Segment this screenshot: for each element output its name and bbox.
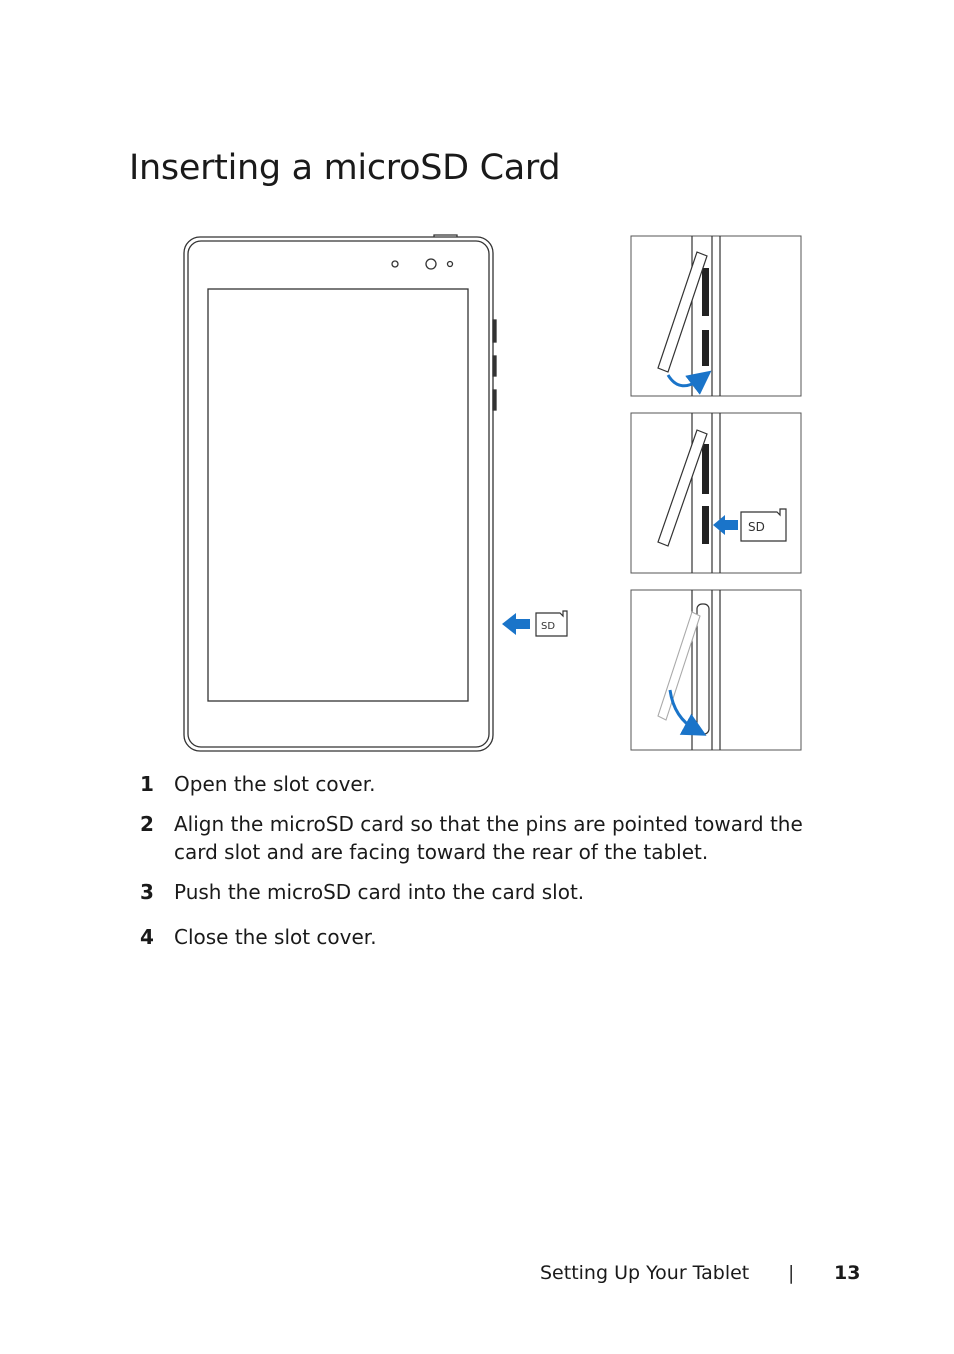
- step-text: Align the microSD card so that the pins …: [174, 812, 803, 864]
- step-number: 2: [140, 812, 154, 836]
- step-text: Push the microSD card into the card slot…: [174, 880, 585, 904]
- step-panel-insert-card: SD: [630, 412, 802, 574]
- step-number: 3: [140, 880, 154, 904]
- microsd-card-icon: SD: [535, 610, 568, 637]
- page-title: Inserting a microSD Card: [129, 148, 561, 188]
- step-panel-close-cover: [630, 589, 802, 751]
- card-label-panel: SD: [748, 520, 765, 534]
- step-text: Open the slot cover.: [174, 772, 376, 796]
- step-number: 1: [140, 772, 154, 796]
- insert-card-arrow-main: SD: [502, 610, 568, 637]
- step-number: 4: [140, 925, 154, 949]
- footer-separator: |: [788, 1262, 795, 1284]
- page-number: 13: [834, 1262, 861, 1284]
- microsd-card-icon-panel: SD: [740, 508, 787, 542]
- tablet-front-view: [183, 234, 497, 752]
- step-text: Close the slot cover.: [174, 925, 377, 949]
- step-panel-open-cover: [630, 235, 802, 397]
- footer-section-title: Setting Up Your Tablet: [540, 1262, 750, 1284]
- card-label: SD: [541, 621, 555, 632]
